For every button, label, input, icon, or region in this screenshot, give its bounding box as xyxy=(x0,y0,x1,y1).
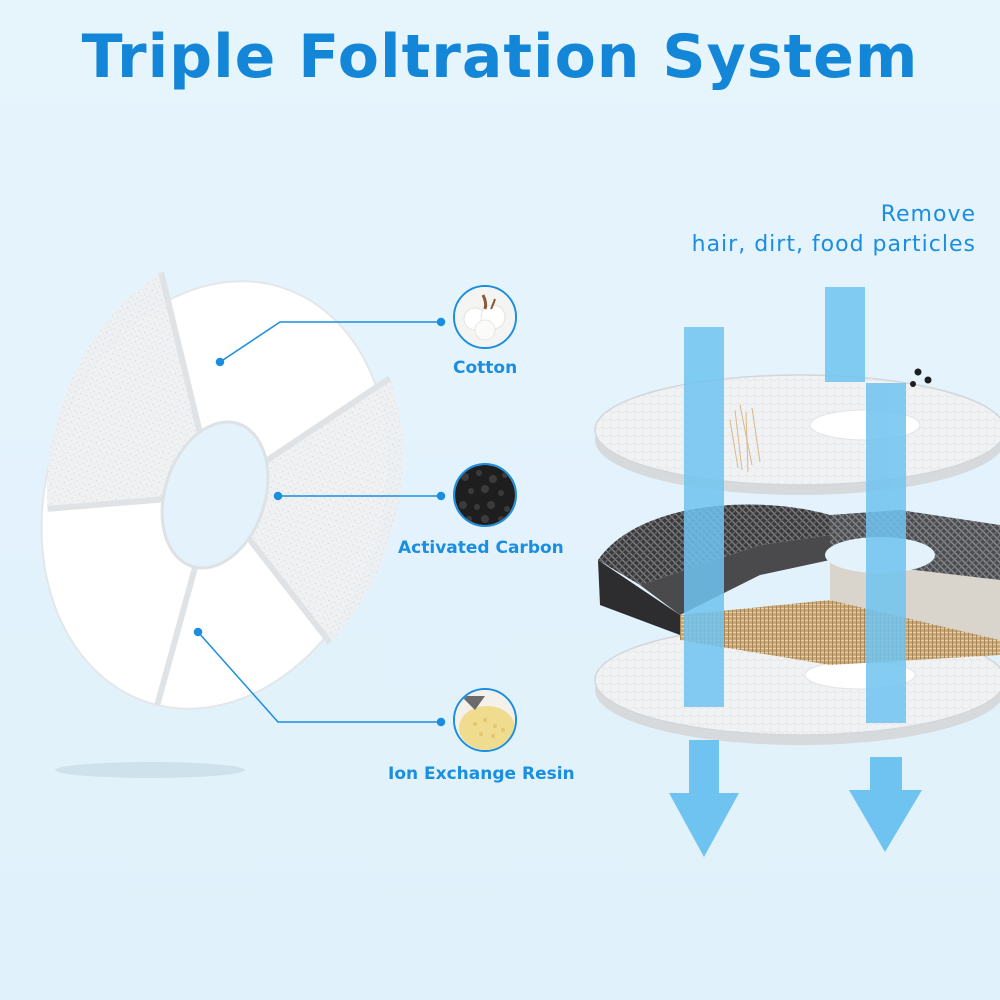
remove-caption-line2: hair, dirt, food particles xyxy=(691,232,976,257)
ion-exchange-resin-badge xyxy=(453,688,517,752)
filter-ring xyxy=(40,271,403,710)
ring-shadow xyxy=(55,762,245,778)
water-flow-arrows xyxy=(684,287,906,723)
layer-label-cotton: Cotton xyxy=(453,358,518,378)
cotton-icon xyxy=(455,287,515,347)
ion-exchange-resin-icon xyxy=(455,690,515,750)
hair-strands xyxy=(729,404,761,473)
cotton-badge xyxy=(453,285,517,349)
top-cotton-disc xyxy=(594,368,1000,495)
dirt-particles xyxy=(910,368,932,387)
arrow-heads xyxy=(669,740,922,857)
activated-carbon-icon xyxy=(455,465,515,525)
remove-caption-line1: Remove xyxy=(880,202,976,227)
remove-caption: Remove hair, dirt, food particles xyxy=(692,200,976,260)
exploded-layers xyxy=(594,287,1000,857)
page-title: Triple Foltration System xyxy=(81,22,919,92)
connector-lines xyxy=(193,317,446,727)
layer-label-activated-carbon: Activated Carbon xyxy=(398,538,564,558)
layer-label-ion-exchange-resin: Ion Exchange Resin xyxy=(388,764,575,784)
activated-carbon-badge xyxy=(453,463,517,527)
